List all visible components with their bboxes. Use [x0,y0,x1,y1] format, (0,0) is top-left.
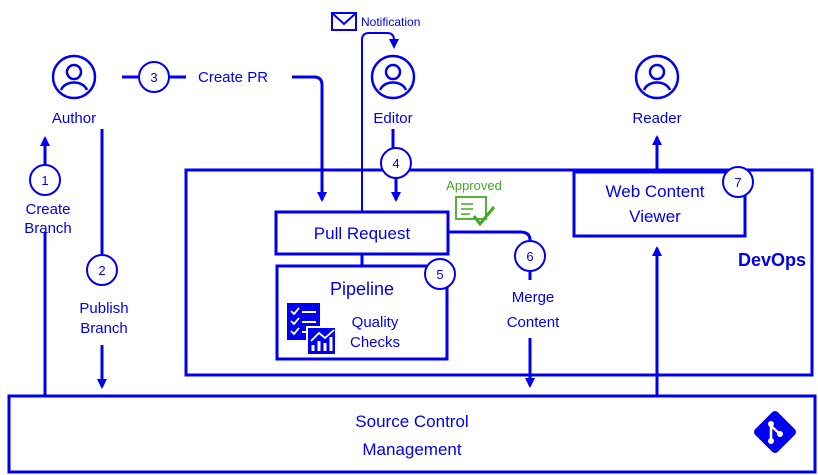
reader-label: Reader [632,110,681,127]
checklist-chart-icon [287,303,337,356]
devops-label: DevOps [738,250,806,270]
scm-line1: Source Control [355,412,468,431]
step-3-number: 3 [150,70,157,85]
step-5-badge [424,258,456,290]
step-7-number: 7 [734,175,741,190]
step-5-number: 5 [436,267,443,282]
step-2-label-line2: Branch [80,320,128,337]
approved-label: Approved [446,178,502,193]
notification-arrow [361,32,399,212]
editor-label: Editor [373,110,412,127]
step-1-number: 1 [41,173,48,188]
scm-line2: Management [362,440,462,459]
pipeline-line2: Checks [350,334,400,351]
viewer-line1: Web Content [606,182,705,201]
devops-container [184,168,814,377]
step-7-badge [722,166,754,198]
create-pr-arrow [292,75,327,202]
envelope-icon [331,12,357,31]
git-icon [754,411,796,453]
approved-document-icon [455,196,496,227]
step-1-label-line1: Create [25,201,70,218]
step-2-label-line1: Publish [79,300,128,317]
step-6-number: 6 [526,249,533,264]
step-4-number: 4 [392,156,399,171]
step-1-label-line2: Branch [24,220,72,237]
pipeline-line1: Quality [352,314,399,331]
step-2-number: 2 [98,263,105,278]
pull-request-box [274,210,450,256]
viewer-line2: Viewer [629,207,681,226]
reader-icon [634,54,680,100]
step-3-label: Create PR [198,69,268,86]
scm-box [7,394,817,474]
step-6-label-line2: Content [507,314,560,331]
editor-icon [370,54,416,100]
step-2-badge [86,254,118,286]
merge-connector [448,230,532,241]
author-label: Author [52,110,96,127]
pull-request-label: Pull Request [314,224,411,243]
viewer-box [572,170,747,238]
step-6-label-line1: Merge [512,289,555,306]
author-icon [51,54,97,100]
notification-label: Notification [361,15,420,29]
pipeline-title: Pipeline [330,279,394,299]
